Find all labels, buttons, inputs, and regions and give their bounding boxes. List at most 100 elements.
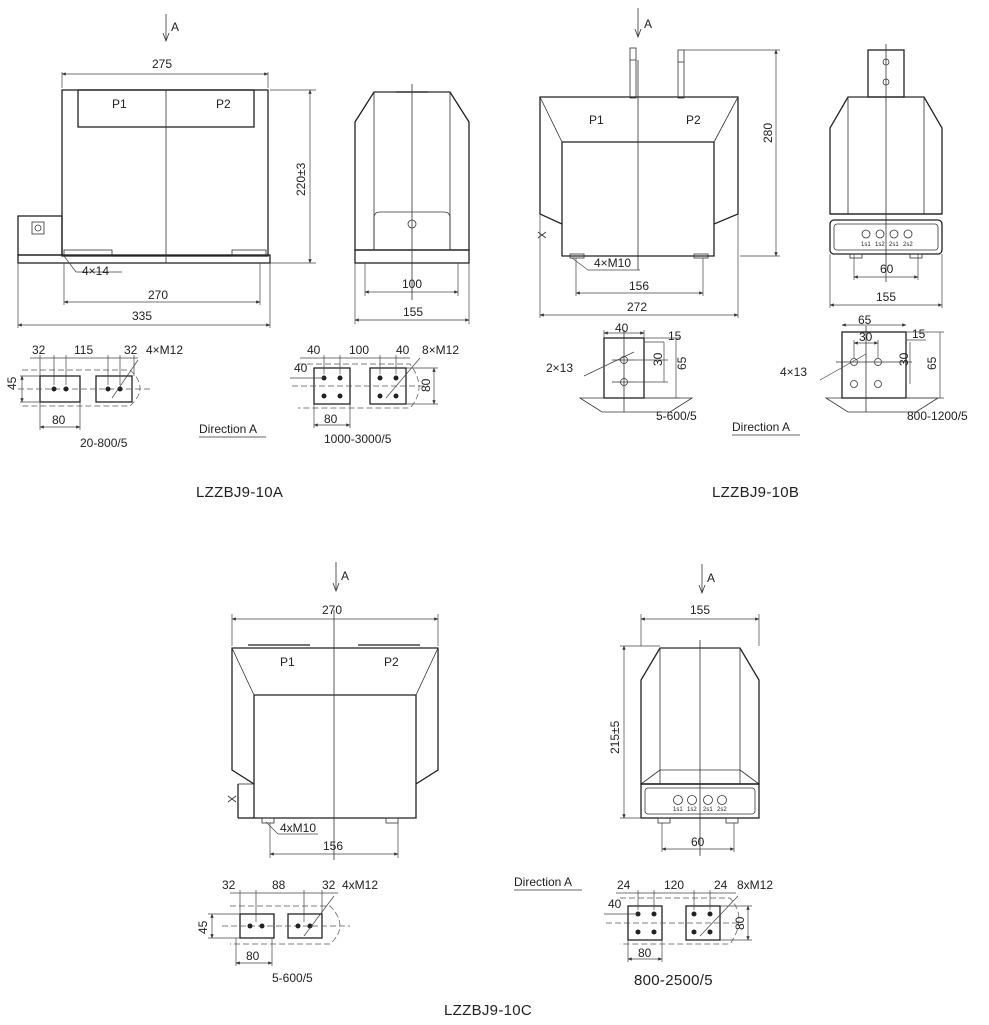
- plate-small-range-10c: 5-600/5: [272, 971, 313, 985]
- terminal-mark-2s2: 2s2: [717, 807, 727, 813]
- plate-small-width: 80: [52, 413, 66, 427]
- lzzbj9-10a-plate-large: 40 100 40 8×M12 40 80 80 1000-3000/5: [290, 343, 459, 446]
- direction-arrow-a-10b: A: [634, 8, 652, 39]
- direction-a-caption-10a: Direction A: [199, 422, 257, 436]
- lzzbj9-10c-front-view: P1 P2 270 4xM10 156: [227, 603, 439, 860]
- plate-small-height: 45: [5, 376, 19, 390]
- lzzbj9-10a-plate-small: 32 115 32 4×M12 45 80 20-800/5: [5, 343, 183, 450]
- plate-small-height-10c: 45: [196, 920, 210, 934]
- plate-left-width: 40: [615, 321, 629, 335]
- direction-a-caption-10c: Direction A: [514, 875, 572, 889]
- plate-left-height: 65: [675, 356, 689, 370]
- secondary-terminal-marks-10c: 1s1 1s2 2s1 2s2: [673, 807, 727, 813]
- lzzbj9-10c-plate-small: 32 88 32 4xM12 45 80 5-600/5: [196, 878, 378, 985]
- plate-large-holes-10c: 8xM12: [737, 878, 773, 892]
- p2-terminal-label: P2: [216, 97, 231, 111]
- dim-top-width-10c: 270: [322, 603, 342, 617]
- plate-left-pitch: 30: [651, 352, 665, 366]
- plate-small-holes-10c: 4xM12: [342, 878, 378, 892]
- dim-side-base-10b: 155: [876, 290, 896, 304]
- lzzbj9-10b-plate-right: 65 30 15 30 65 4×13 800-1200/5: [780, 313, 968, 423]
- lzzbj9-10a-side-view: 100 155: [354, 84, 470, 324]
- lzzbj9-10c-plate-large: 24 120 24 8xM12 40 80 80 800-2500/5: [604, 878, 773, 989]
- dim-side-inner: 100: [402, 277, 422, 291]
- dim-mount-span: 270: [148, 288, 168, 302]
- plate-right-pitch-v: 30: [897, 352, 911, 366]
- plate-large-holes: 8×M12: [422, 343, 459, 357]
- direction-arrow-label: A: [644, 17, 652, 31]
- terminal-mark-1s2: 1s2: [875, 242, 885, 248]
- direction-arrow-label: A: [171, 20, 179, 34]
- terminal-mark-2s1: 2s1: [889, 242, 899, 248]
- model-label-10c: LZZBJ9-10C: [444, 1002, 532, 1019]
- plate-large-range-10c: 800-2500/5: [634, 972, 713, 989]
- dim-base-width: 335: [132, 309, 152, 323]
- plate-large-left-10c: 24: [617, 878, 631, 892]
- terminal-mark-1s1: 1s1: [673, 807, 683, 813]
- plate-small-right-10c: 32: [322, 878, 336, 892]
- plate-small-spacing: 115: [74, 343, 93, 357]
- lzzbj9-10c-side-view: 1s1 1s2 2s1 2s2 155 215±5 60: [608, 603, 760, 856]
- direction-arrow-a-10c-front: A: [332, 562, 349, 593]
- model-label-10a: LZZBJ9-10A: [196, 484, 283, 501]
- plate-small-range: 20-800/5: [80, 436, 128, 450]
- lzzbj9-10b-plate-left: 40 15 30 65 2×13 5-600/5: [546, 321, 697, 423]
- dim-mount-span-10b: 156: [629, 279, 649, 293]
- plate-right-width: 65: [858, 313, 872, 327]
- plate-large-width-10c: 80: [638, 946, 652, 960]
- dim-side-terminal-10b: 60: [880, 262, 894, 276]
- plate-left-range: 5-600/5: [656, 409, 697, 423]
- lzzbj9-10b-side-view: 1s1 1s2 2s1 2s2 60 155: [829, 44, 943, 308]
- lzzbj9-10a-front-view: P1 P2 275 220±3 4×14 270 335: [17, 57, 316, 328]
- p1-terminal-label: P1: [589, 113, 604, 127]
- direction-a-caption-10b: Direction A: [732, 420, 790, 434]
- terminal-mark-2s1: 2s1: [703, 807, 713, 813]
- plate-small-width-10c: 80: [246, 949, 260, 963]
- plate-large-right: 40: [396, 343, 410, 357]
- plate-large-width: 80: [324, 412, 338, 426]
- plate-right-holes: 4×13: [780, 365, 807, 379]
- dim-mount-holes-10b: 4×M10: [594, 256, 631, 270]
- dim-top-width: 275: [152, 57, 172, 71]
- lzzbj9-10b-front-view: P1 P2 280 4×M10 156 272: [537, 47, 780, 318]
- dim-height: 220±3: [294, 162, 308, 196]
- plate-large-spacing-10c: 120: [664, 878, 684, 892]
- p2-terminal-label: P2: [384, 655, 399, 669]
- plate-right-pitch: 30: [859, 330, 873, 344]
- plate-small-spacing-10c: 88: [272, 878, 286, 892]
- p1-terminal-label: P1: [112, 97, 127, 111]
- direction-arrow-label: A: [707, 571, 715, 585]
- plate-small-holes: 4×M12: [146, 343, 183, 357]
- plate-large-right-10c: 24: [714, 878, 728, 892]
- plate-large-offset-10c: 40: [608, 897, 622, 911]
- plate-small-left: 32: [32, 343, 46, 357]
- plate-right-range: 800-1200/5: [907, 409, 968, 423]
- plate-large-height: 80: [419, 378, 433, 392]
- dim-side-terminal-10c: 60: [691, 835, 705, 849]
- direction-arrow-a-10a: A: [162, 14, 179, 43]
- p2-terminal-label: P2: [686, 113, 701, 127]
- lzzbj9-10b-section: A P1 P2 280 4×M10: [537, 8, 968, 501]
- dim-mount-holes-10c: 4xM10: [280, 821, 316, 835]
- secondary-terminal-marks-10b: 1s1 1s2 2s1 2s2: [861, 242, 913, 248]
- terminal-mark-2s2: 2s2: [903, 242, 913, 248]
- dim-mount-holes: 4×14: [82, 264, 109, 278]
- dim-base-width-10b: 272: [627, 300, 647, 314]
- model-label-10b: LZZBJ9-10B: [712, 484, 799, 501]
- plate-large-range: 1000-3000/5: [324, 432, 392, 446]
- plate-small-left-10c: 32: [222, 878, 236, 892]
- plate-large-spacing: 100: [349, 343, 369, 357]
- terminal-mark-1s1: 1s1: [861, 242, 871, 248]
- plate-left-edge: 15: [668, 329, 682, 343]
- plate-large-offset: 40: [294, 361, 308, 375]
- plate-left-holes: 2×13: [546, 361, 573, 375]
- lzzbj9-10c-section: A A P1 P2 270: [196, 562, 773, 1019]
- dim-mount-span-10c: 156: [323, 839, 343, 853]
- dim-side-top-10c: 155: [690, 603, 710, 617]
- plate-large-left: 40: [307, 343, 321, 357]
- plate-large-height-10c: 80: [733, 916, 747, 930]
- direction-arrow-a-10c-side: A: [698, 564, 715, 595]
- plate-right-edge: 15: [912, 327, 926, 341]
- dim-height-10c: 215±5: [608, 720, 622, 754]
